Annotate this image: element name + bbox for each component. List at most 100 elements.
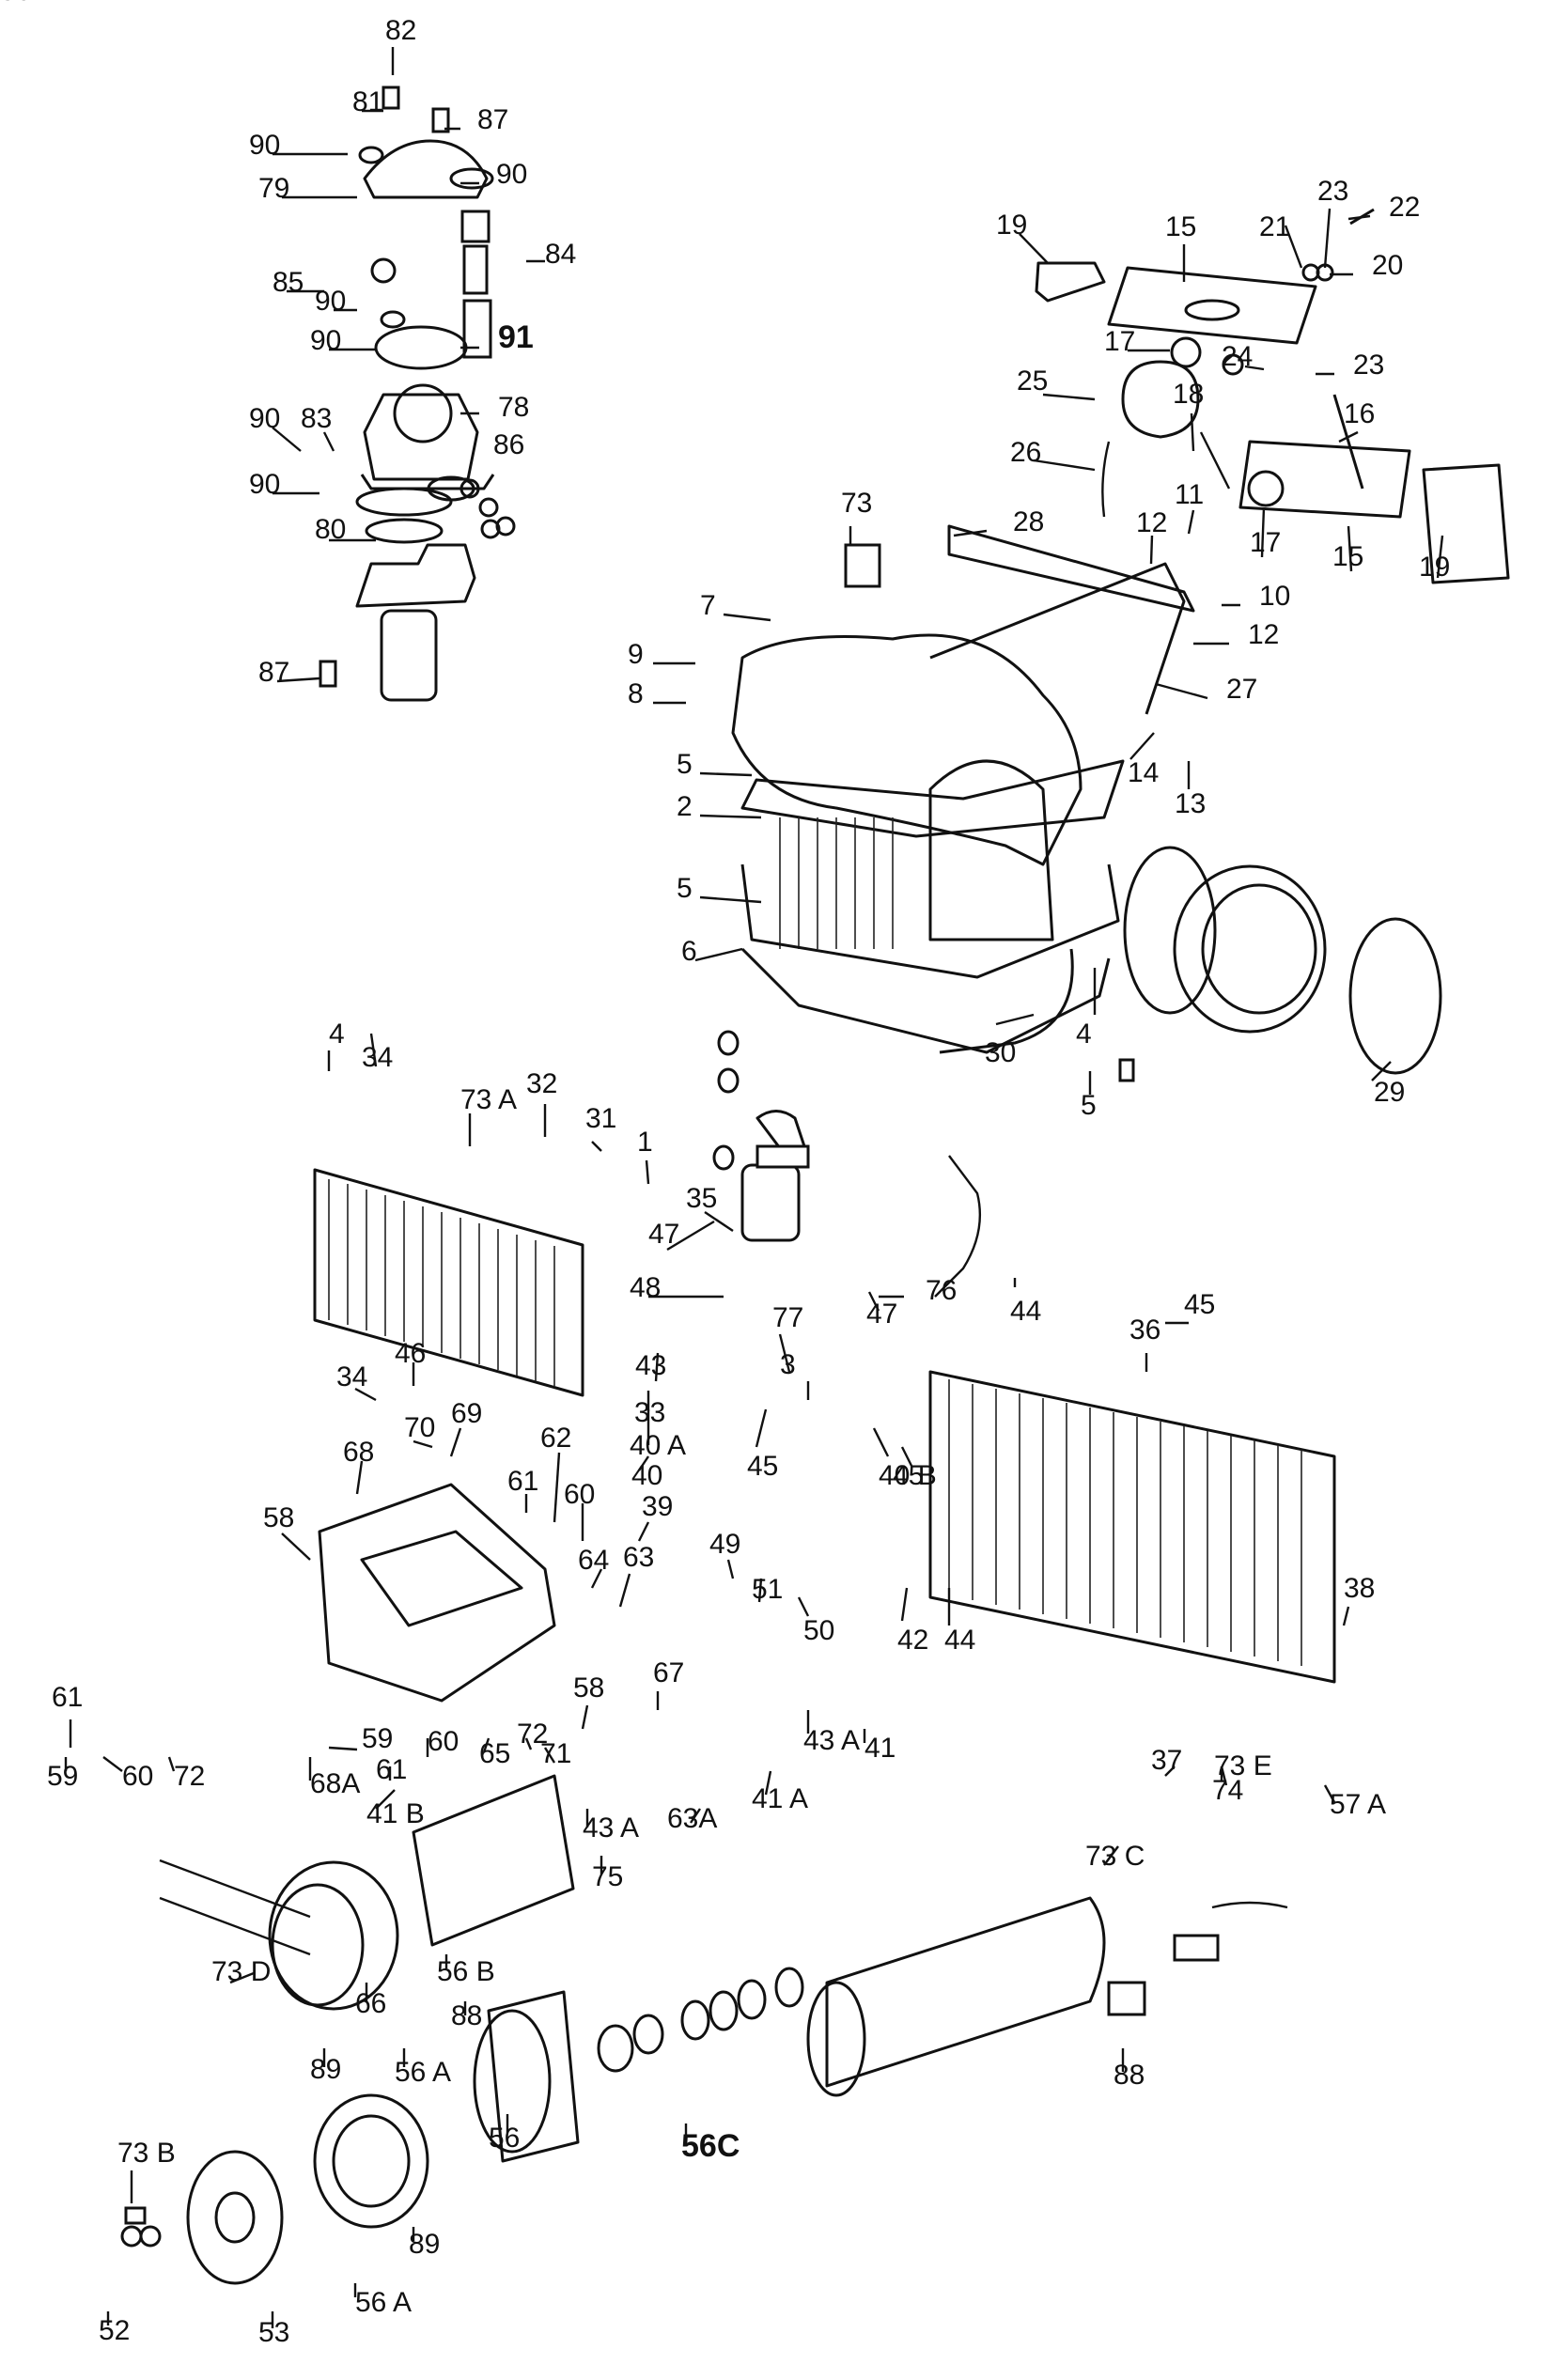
callout-43a: 43 A [583,1812,639,1843]
callout-5: 5 [677,873,693,904]
callout-24: 24 [1222,341,1253,372]
leader-line [699,771,753,777]
leader-line [1347,214,1371,221]
leader-line [1323,1784,1336,1803]
leader-line [694,947,743,962]
clutch-parts [120,1967,804,2285]
leader-line [1338,430,1359,443]
callout-53: 53 [258,2317,289,2348]
bracket-68 [318,1483,556,1703]
callout-48: 48 [630,1272,661,1303]
leader-line [867,1291,880,1312]
blower-wheel [1118,846,1442,1082]
evaporator-housing [731,524,1195,1054]
valve-assembly [319,86,516,702]
callout-75: 75 [592,1861,623,1892]
callout-61: 61 [507,1466,538,1497]
callout-40b: 40 B [879,1460,937,1491]
callout-73e: 73 E [1214,1750,1272,1781]
leader-line [900,1446,913,1467]
leader-line [723,613,771,622]
leader-line [543,1747,556,1764]
pressure-switch [1107,1901,1288,2016]
callout-87: 87 [477,104,508,135]
leader-line [1019,233,1049,264]
condenser-36 [928,1370,1336,1684]
callout-59: 59 [47,1761,78,1792]
callout-88: 88 [451,2000,482,2031]
callout-32: 32 [526,1068,557,1099]
callout-39: 39 [642,1491,673,1522]
callout-13: 13 [1175,788,1206,819]
callout-56b: 56 B [0,0,58,7]
leader-line [1149,535,1154,565]
leader-line [1103,1845,1119,1866]
leader-line [369,1033,378,1067]
leader-line [654,1352,660,1382]
callout-15: 15 [1332,541,1363,572]
callout-40a: 40 A [630,1430,686,1461]
leader-line [328,1746,358,1751]
callout-90: 90 [310,325,341,356]
leader-line [778,1333,791,1373]
leader-line [354,1387,377,1402]
callout-68a: 68A [310,1768,360,1799]
callout-11: 11 [1175,479,1204,510]
leader-line [375,1789,396,1810]
callout-56b: 56 B [437,1956,495,1987]
callout-3: 3 [780,1349,796,1380]
callout-88: 88 [1114,2060,1145,2091]
leader-line [1164,1766,1176,1777]
callout-45: 45 [747,1451,778,1482]
leader-line [690,1808,701,1824]
compressor [159,1774,575,2011]
callout-84: 84 [545,239,576,270]
callout-2: 2 [677,791,693,822]
callout-89: 89 [310,2054,341,2085]
callout-34: 34 [336,1361,367,1392]
callout-90: 90 [249,130,280,161]
callout-26: 26 [1010,437,1041,468]
receiver-drier [806,1896,1106,2097]
callout-65: 65 [479,1738,510,1769]
callout-43a: 43 A [803,1725,860,1756]
callout-82: 82 [385,15,416,46]
callout-4: 4 [329,1019,345,1050]
leader-line [699,814,762,819]
callout-19: 19 [1419,552,1450,583]
callout-58: 58 [573,1672,604,1703]
condenser-31 [313,1168,584,1397]
callout-72: 72 [517,1719,548,1750]
callout-22: 22 [1389,192,1420,223]
callout-56: 56 [489,2123,520,2154]
callout-63a: 63A [667,1803,717,1834]
callout-41b: 41 B [366,1798,425,1829]
callout-44: 44 [1010,1296,1041,1327]
callout-73d: 73 D [211,1956,271,1987]
leader-line [953,529,988,537]
leader-line [272,427,302,452]
leader-line [666,1220,715,1252]
leader-line [726,1559,735,1579]
leader-line [645,1159,650,1185]
callout-76: 76 [926,1275,957,1306]
callout-46: 46 [395,1338,426,1369]
callout-47: 47 [866,1299,897,1330]
leader-line [1323,208,1332,269]
leader-line [1033,459,1096,472]
leader-line [618,1573,631,1608]
leader-line [872,1427,890,1457]
leader-line [1284,225,1303,269]
callout-20: 20 [1372,250,1403,281]
leader-line [276,677,320,683]
callout-8: 8 [628,678,644,709]
callout-71: 71 [540,1738,571,1769]
callout-90: 90 [249,469,280,500]
leader-line [355,1460,364,1495]
callout-17: 17 [1250,527,1281,558]
callout-57a: 57 A [1330,1789,1386,1820]
callout-69: 69 [451,1398,482,1429]
callout-66: 66 [355,1988,386,2019]
leader-line [764,1770,772,1796]
callout-38: 38 [1344,1573,1375,1604]
